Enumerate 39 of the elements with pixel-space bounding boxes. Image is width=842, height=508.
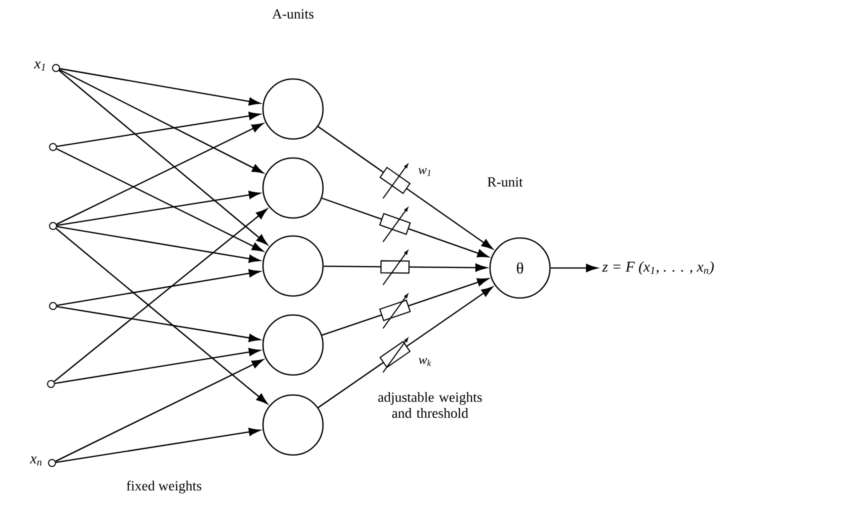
arrow (60, 68, 260, 106)
arrow (56, 190, 260, 226)
unit-circle (262, 314, 324, 376)
unit-circle (262, 78, 324, 140)
arrow (322, 278, 489, 336)
arrow (56, 269, 260, 306)
arrow (56, 228, 268, 404)
arrow (59, 69, 264, 174)
arrow (56, 428, 260, 464)
arrow (55, 359, 264, 462)
input-terminal (48, 459, 56, 467)
arrow (318, 286, 493, 408)
label: fixed weights (126, 480, 202, 494)
arrow (58, 70, 268, 245)
input-terminal (47, 380, 55, 388)
arrow (56, 123, 264, 225)
label: adjustable weights and threshold (378, 392, 482, 418)
unit-circle (262, 157, 324, 219)
arrow (318, 126, 493, 250)
input-terminal (52, 64, 60, 72)
arrow (56, 148, 264, 252)
arrow (56, 306, 260, 342)
arrow (56, 226, 260, 263)
output-formula: z = F (x$_{1}$, . . . , x$_{n}$) (602, 261, 714, 275)
arrow (54, 348, 260, 384)
unit-circle (262, 394, 324, 456)
arrow (56, 112, 260, 148)
label: w$_{1}$ (418, 168, 430, 176)
input-terminal (49, 143, 57, 151)
label: w$_{k}$ (418, 358, 432, 366)
input-label: x$_{n}$ (30, 456, 42, 466)
unit-circle (262, 235, 324, 297)
input-terminal (49, 302, 57, 310)
arrow (550, 264, 598, 272)
label: A-units (272, 9, 314, 19)
input-label: x$_{1}$ (34, 62, 45, 70)
label: R-unit (488, 177, 523, 187)
input-terminal (49, 222, 57, 230)
arrow (54, 208, 268, 382)
